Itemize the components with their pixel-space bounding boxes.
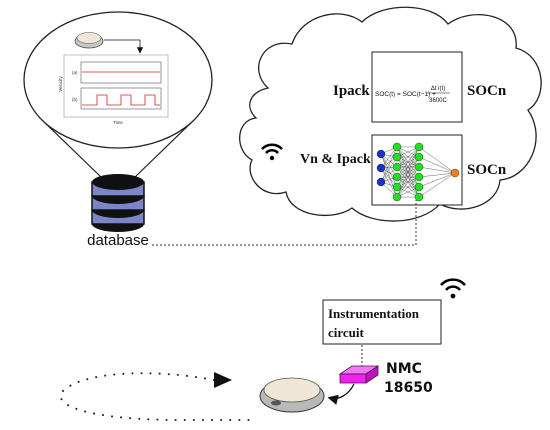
panel-a-label: (a) bbox=[72, 70, 78, 75]
nn-hidden-node bbox=[414, 142, 424, 152]
equation-formula: SOC(t) = SOC(t−1) + bbox=[375, 91, 436, 98]
battery-label-line1: NMC bbox=[386, 361, 422, 377]
nn-hidden-node bbox=[414, 152, 424, 162]
nn-edge bbox=[418, 172, 456, 178]
nn-edge bbox=[418, 172, 456, 198]
nn-input-node bbox=[376, 163, 386, 173]
trajectory-arrowhead bbox=[214, 372, 232, 388]
nn-edge bbox=[418, 172, 456, 188]
nn-hidden-node bbox=[392, 152, 402, 162]
panel-b-label: (b) bbox=[72, 97, 78, 102]
neural-network-nodes bbox=[376, 142, 460, 202]
nn-hidden-node bbox=[414, 162, 424, 172]
nn-output-node bbox=[450, 168, 460, 178]
vacuum-to-plot-arrow bbox=[104, 39, 144, 54]
neural-output-label: SOCn bbox=[467, 162, 507, 178]
nn-edge bbox=[396, 156, 420, 198]
nn-edge bbox=[380, 146, 398, 169]
equation-input-label: Ipack bbox=[333, 83, 370, 99]
nn-edge bbox=[418, 156, 456, 174]
nn-hidden-node bbox=[392, 142, 402, 152]
database-icon bbox=[91, 174, 145, 232]
nn-input-node bbox=[376, 177, 386, 187]
nn-edge bbox=[380, 153, 398, 178]
nn-hidden-node bbox=[392, 172, 402, 182]
equation-box bbox=[371, 51, 463, 123]
database-cloud-link bbox=[152, 200, 417, 246]
battery-label-line2: 18650 bbox=[384, 380, 433, 396]
nn-edge bbox=[396, 146, 420, 168]
equation-output-label: SOCn bbox=[467, 83, 507, 99]
wifi-icon bbox=[261, 143, 283, 161]
instrumentation-circuit-box bbox=[322, 299, 442, 345]
instrumentation-line2: circuit bbox=[328, 325, 365, 340]
robot-vacuum-small-icon bbox=[74, 32, 104, 49]
nn-edge bbox=[396, 166, 420, 198]
nn-hidden-node bbox=[392, 192, 402, 202]
nn-input-node bbox=[376, 149, 386, 159]
battery-icon bbox=[338, 365, 380, 384]
robot-vacuum-icon bbox=[259, 377, 325, 413]
nn-hidden-node bbox=[414, 182, 424, 192]
nn-edge bbox=[396, 146, 420, 178]
nn-edge bbox=[380, 146, 398, 183]
battery-to-robot-arrow bbox=[327, 383, 355, 405]
wifi-icon bbox=[440, 278, 466, 299]
nn-hidden-node bbox=[392, 182, 402, 192]
time-axis-label: Time bbox=[113, 120, 123, 125]
nn-edge bbox=[418, 166, 456, 174]
nn-edge bbox=[396, 146, 420, 188]
nn-hidden-node bbox=[414, 192, 424, 202]
nn-edge bbox=[380, 167, 398, 198]
database-label: database bbox=[87, 232, 149, 249]
neural-input-label: Vn & Ipack bbox=[300, 152, 371, 167]
panel-b-signal bbox=[82, 94, 160, 106]
equation-denominator: 3600C bbox=[429, 98, 447, 104]
nn-hidden-node bbox=[414, 172, 424, 182]
nn-edge bbox=[396, 176, 420, 198]
equation-numerator: Δt i(t) bbox=[431, 86, 445, 92]
nn-edge bbox=[380, 153, 398, 188]
instrumentation-line1: Instrumentation bbox=[328, 306, 420, 321]
nn-hidden-node bbox=[392, 162, 402, 172]
velocity-axis-label: Velocity bbox=[58, 75, 63, 91]
panel-a-frame bbox=[80, 61, 162, 84]
nn-edge bbox=[418, 146, 456, 174]
nn-edge bbox=[380, 156, 398, 183]
